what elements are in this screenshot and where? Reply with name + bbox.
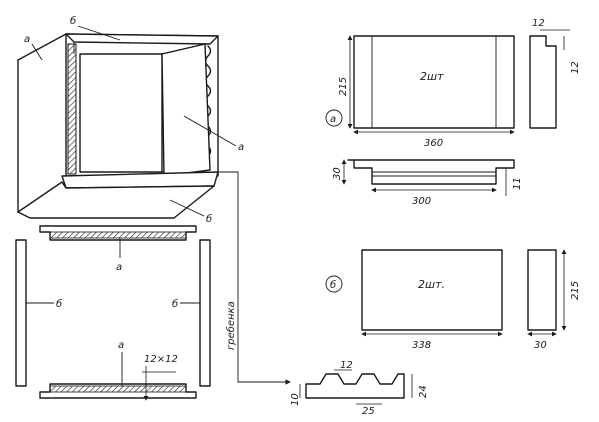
comb-leader: гребенка xyxy=(210,171,291,385)
qty-b: 2шт. xyxy=(418,278,445,291)
section-b-marker: б xyxy=(330,279,336,291)
dim-groove: 12×12 xyxy=(144,354,178,365)
label-a-right: а xyxy=(238,142,244,153)
dim-a-inner: 300 xyxy=(412,196,431,207)
qty-a: 2шт xyxy=(420,70,444,83)
dim-a-height: 215 xyxy=(338,77,349,96)
dim-a-notch-w: 12 xyxy=(532,18,545,29)
comb-caption: гребенка xyxy=(225,301,237,350)
label-a-left: а xyxy=(24,34,30,45)
dim-comb-total: 24 xyxy=(418,385,429,398)
dim-comb-tooth: 12 xyxy=(340,360,353,371)
dim-b-height: 215 xyxy=(570,281,581,300)
section-a: 2шт 215 360 а 12 12 30 300 11 xyxy=(325,18,581,207)
dim-comb-base: 10 xyxy=(290,393,301,406)
dim-b-depth: 30 xyxy=(534,340,547,351)
dim-a-length: 360 xyxy=(424,138,443,149)
dim-a-notch-h: 12 xyxy=(570,61,581,74)
dim-a-step: 11 xyxy=(512,177,523,190)
isometric-box: а б а б xyxy=(17,15,244,225)
dim-b-length: 338 xyxy=(412,340,431,351)
label-a-lower-board: а xyxy=(118,340,124,351)
comb-profile: 12 10 24 25 xyxy=(290,360,429,417)
label-a-upper-board: а xyxy=(116,262,122,273)
section-b: 2шт. 338 б 215 30 xyxy=(325,249,581,351)
dim-comb-pitch: 25 xyxy=(362,406,375,417)
label-b-right-board: б xyxy=(172,298,178,310)
section-a-marker: а xyxy=(330,114,336,125)
label-b-top: б xyxy=(70,15,76,27)
label-b-left-board: б xyxy=(56,298,62,310)
dim-a-top-h: 30 xyxy=(332,167,343,180)
label-b-bottom: б xyxy=(206,213,212,225)
exploded-parts: а б б а 12×12 xyxy=(15,225,211,401)
